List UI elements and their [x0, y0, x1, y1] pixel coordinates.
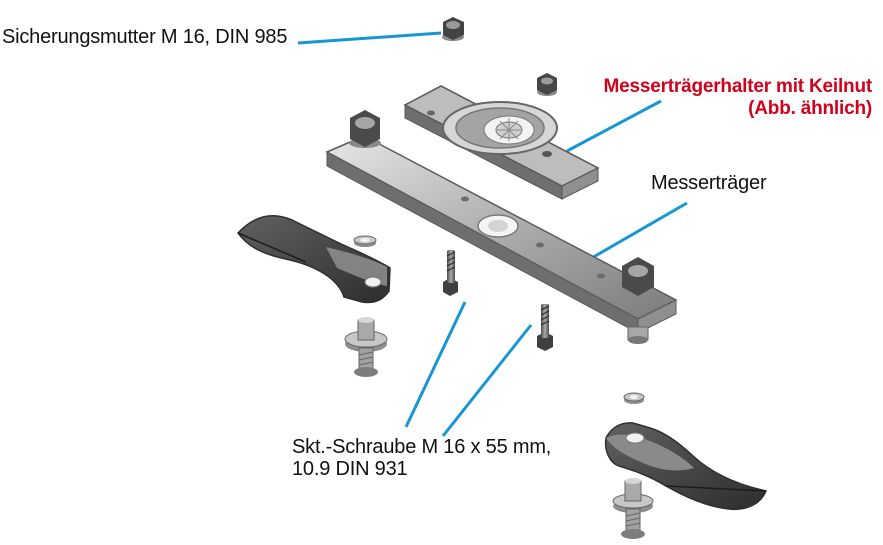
right-blade [604, 422, 768, 511]
callout-line-screw-right [441, 324, 533, 437]
center-bolt-right [537, 304, 553, 351]
holder-plate [403, 85, 600, 200]
callout-lines [297, 31, 688, 437]
callout-line-screw-left [404, 301, 467, 428]
left-washer-top [353, 235, 377, 247]
holder-label-line-1: Messerträgerhalter mit Keilnut [603, 76, 872, 97]
left-blade [237, 215, 391, 304]
right-stud [612, 478, 654, 539]
right-washer-top [623, 392, 645, 404]
holder-label: Messerträgerhalter mit Keilnut (Abb. ähn… [603, 76, 872, 120]
center-bolt-left [443, 250, 458, 296]
left-stud [344, 317, 388, 377]
lock-nut-label: Sicherungsmutter M 16, DIN 985 [2, 26, 288, 48]
screw-label: Skt.-Schraube M 16 x 55 mm, 10.9 DIN 931 [292, 436, 552, 480]
carrier-label: Messerträger [651, 172, 767, 194]
callout-line-carrier [589, 201, 688, 261]
carrier-left-nut [349, 110, 381, 148]
lock-nut-holder [537, 73, 557, 96]
callout-line-lock-nut [297, 31, 442, 45]
screw-label-line-2: 10.9 DIN 931 [292, 457, 408, 480]
blade-carrier [325, 135, 678, 334]
carrier-right-nut [621, 257, 655, 344]
holder-label-line-2: (Abb. ähnlich) [748, 97, 872, 119]
callout-line-holder [566, 99, 662, 153]
screw-label-line-1: Skt.-Schraube M 16 x 55 mm, [292, 436, 552, 458]
lock-nut-top [442, 17, 464, 41]
